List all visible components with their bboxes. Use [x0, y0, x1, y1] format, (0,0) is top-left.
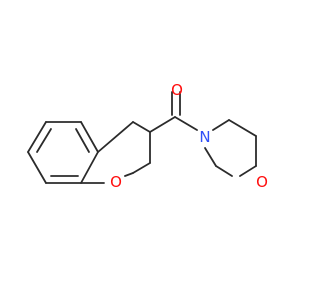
- aromatic-bond: [75, 128, 90, 153]
- bond: [228, 119, 257, 137]
- atom-label-layer: O N O O: [110, 81, 268, 191]
- bond: [124, 172, 134, 177]
- bond: [80, 121, 99, 153]
- atom-label-morpholine-oxygen: O: [256, 173, 268, 191]
- bond: [132, 121, 151, 133]
- aromatic-bond: [36, 128, 52, 153]
- bond: [149, 116, 176, 133]
- bond-layer: [27, 91, 257, 184]
- bond: [174, 116, 198, 131]
- bond: [215, 165, 233, 177]
- bond: [27, 151, 47, 184]
- bond: [80, 151, 99, 184]
- structure-canvas: O N O O: [27, 81, 268, 191]
- atom-label-carbonyl-oxygen: O: [171, 81, 183, 99]
- molecule-diagram: O N O O: [27, 81, 268, 191]
- atom-label-ring-oxygen: O: [110, 173, 122, 191]
- atom-label-morpholine-nitrogen: N: [199, 128, 210, 146]
- bond: [239, 165, 257, 177]
- bond: [132, 162, 151, 174]
- bond: [27, 121, 47, 153]
- bond: [97, 121, 134, 153]
- bond: [212, 119, 230, 131]
- bond: [204, 147, 217, 167]
